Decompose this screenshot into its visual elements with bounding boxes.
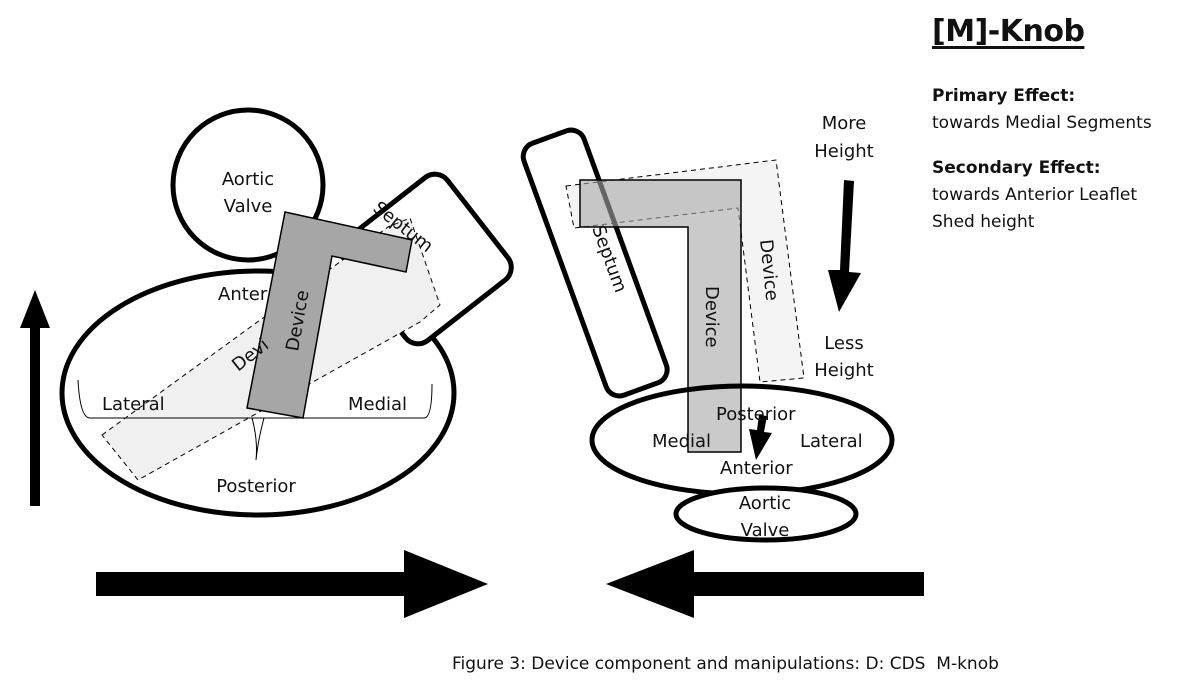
right-device-main bbox=[579, 179, 742, 453]
knob-title: [M]-Knob bbox=[932, 14, 1085, 49]
secondary-effect-line-2: Shed height bbox=[932, 212, 1035, 232]
left-arrow-icon bbox=[606, 550, 924, 618]
left-anterior-label: Anter bbox=[218, 284, 268, 305]
less-height-label-2: Height bbox=[814, 360, 874, 381]
right-septum-label: Septum bbox=[587, 223, 631, 296]
right-arrow-icon bbox=[96, 550, 488, 618]
primary-effect-text: towards Medial Segments bbox=[932, 113, 1152, 133]
right-aortic-valve-label-2: Valve bbox=[741, 520, 790, 541]
right-septum bbox=[520, 127, 670, 399]
right-aortic-valve bbox=[673, 485, 859, 543]
right-device-label: Device bbox=[701, 286, 722, 348]
secondary-effect-heading: Secondary Effect: bbox=[932, 158, 1101, 178]
figure-caption: Figure 3: Device component and manipulat… bbox=[452, 654, 999, 674]
knob-info-panel: [M]-Knob Primary Effect: towards Medial … bbox=[932, 14, 1192, 236]
more-height-label-2: Height bbox=[814, 141, 874, 162]
more-height-label-1: More bbox=[822, 113, 867, 134]
left-leaflet-coaptation bbox=[251, 417, 265, 461]
left-aortic-valve-label-1: Aortic bbox=[222, 169, 274, 190]
secondary-effect-line-1: towards Anterior Leaflet bbox=[932, 185, 1138, 205]
left-aortic-valve-label-2: Valve bbox=[224, 196, 273, 217]
right-lateral-label: Lateral bbox=[800, 431, 863, 452]
right-anterior-label: Anterior bbox=[720, 458, 793, 479]
left-lateral-label: Lateral bbox=[102, 394, 165, 415]
right-posterior-label: Posterior bbox=[716, 404, 796, 425]
posterior-to-anterior-arrow-icon bbox=[749, 415, 772, 460]
left-segment-bracket bbox=[77, 379, 433, 419]
height-down-arrow-icon bbox=[828, 180, 861, 312]
primary-effect-heading: Primary Effect: bbox=[932, 86, 1076, 106]
left-posterior-label: Posterior bbox=[216, 476, 296, 497]
right-aortic-valve-label-1: Aortic bbox=[739, 493, 791, 514]
left-device-main bbox=[246, 211, 413, 419]
less-height-label-1: Less bbox=[824, 333, 864, 354]
up-arrow-icon bbox=[20, 290, 50, 506]
left-mitral-annulus bbox=[59, 268, 457, 518]
left-medial-label: Medial bbox=[348, 394, 407, 415]
right-medial-label: Medial bbox=[652, 431, 711, 452]
